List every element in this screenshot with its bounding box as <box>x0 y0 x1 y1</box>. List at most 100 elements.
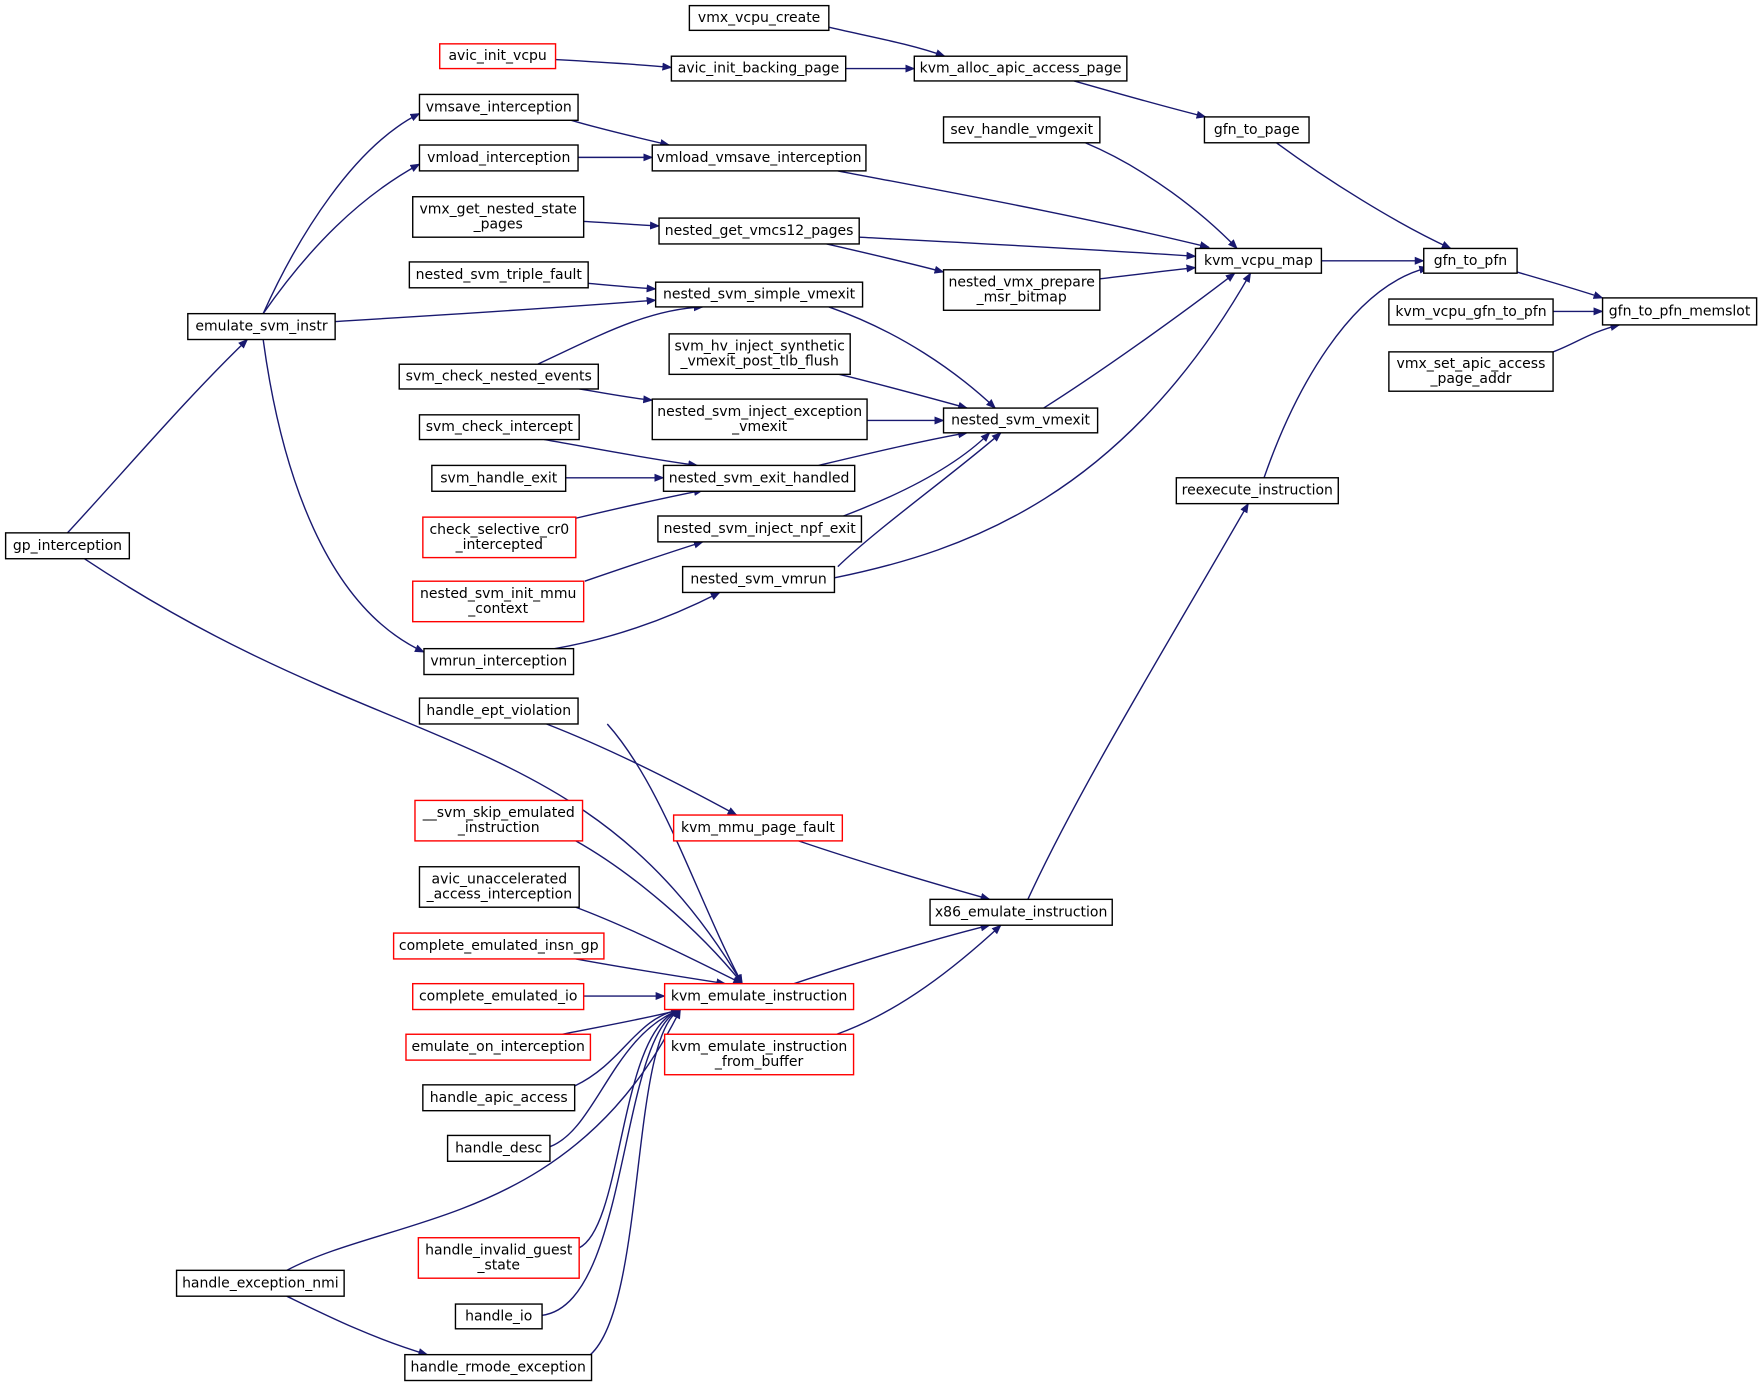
call-edge-handle_ept_violation-to-kvm_mmu_page_fault <box>546 723 738 816</box>
node-label: svm_hv_inject_synthetic <box>674 339 844 355</box>
node-vmrun-interception[interactable]: vmrun_interception <box>423 647 575 676</box>
node-box <box>657 515 863 543</box>
call-edge-x86_emulate_instruction-to-reexecute_instruction <box>1027 502 1249 900</box>
node-label: handle_ept_violation <box>426 703 571 719</box>
node-vmx-set-apic-access-page-addr[interactable]: vmx_set_apic_access_page_addr <box>1388 351 1554 392</box>
call-edge-handle_rmode_exception-to-kvm_emulate_instruction <box>589 1008 682 1356</box>
node-emulate-svm-instr[interactable]: emulate_svm_instr <box>187 312 336 341</box>
node-handle-rmode-exception[interactable]: handle_rmode_exception <box>404 1353 593 1382</box>
node-vmload-vmsave-interception[interactable]: vmload_vmsave_interception <box>651 144 867 172</box>
node-kvm-emulate-instruction-from-buffer[interactable]: kvm_emulate_instruction_from_buffer <box>663 1033 855 1076</box>
node-label: avic_init_backing_page <box>678 61 839 77</box>
call-edge-handle_exception_nmi-to-kvm_emulate_instruction <box>286 1008 682 1271</box>
node-label: sev_handle_vmgexit <box>950 122 1093 138</box>
call-edge-svm_check_nested_events-to-nested_svm_inject_exception_vmexit <box>579 388 654 404</box>
call-edge-svm_check_nested_events-to-nested_svm_simple_vmexit <box>537 303 704 365</box>
node-svm-check-intercept[interactable]: svm_check_intercept <box>418 414 580 441</box>
node-box <box>417 1237 580 1279</box>
node-label: nested_svm_triple_fault <box>416 267 583 283</box>
node---svm-skip-emulated-instruction[interactable]: __svm_skip_emulated_instruction <box>414 799 584 842</box>
call-edge-emulate_svm_instr-to-vmload_interception <box>262 163 421 315</box>
node-sev-handle-vmgexit[interactable]: sev_handle_vmgexit <box>942 116 1101 144</box>
node-nested-svm-vmrun[interactable]: nested_svm_vmrun <box>681 565 836 594</box>
node-reexecute-instruction[interactable]: reexecute_instruction <box>1175 477 1339 505</box>
node-box <box>398 363 599 390</box>
node-label: kvm_alloc_apic_access_page <box>920 61 1122 77</box>
node-nested-svm-exit-handled[interactable]: nested_svm_exit_handled <box>662 464 856 492</box>
node-vmload-interception[interactable]: vmload_interception <box>418 144 579 172</box>
call-edge-vmx_set_apic_access_page_addr-to-gfn_to_pfn_memslot <box>1552 323 1621 353</box>
node-avic-unaccelerated-access-interception[interactable]: avic_unaccelerated_access_interception <box>418 866 580 908</box>
node-handle-desc[interactable]: handle_desc <box>446 1134 551 1162</box>
node-box <box>663 1033 855 1076</box>
node-gp-interception[interactable]: gp_interception <box>4 532 131 560</box>
node-box <box>913 55 1128 82</box>
node-label: _page_addr <box>1429 371 1511 387</box>
call-edge-sev_handle_vmgexit-to-kvm_vcpu_map <box>1084 142 1238 250</box>
call-edge-nested_svm_vmexit-to-kvm_vcpu_map <box>1043 272 1236 409</box>
node-nested-vmx-prepare-msr-bitmap[interactable]: nested_vmx_prepare_msr_bitmap <box>942 269 1101 311</box>
node-box <box>929 898 1113 926</box>
node-box <box>414 799 584 842</box>
node-svm-hv-inject-synthetic-vmexit-post-tlb-flush[interactable]: svm_hv_inject_synthetic_vmexit_post_tlb_… <box>668 333 851 376</box>
node-box <box>651 398 868 441</box>
node-check-selective-cr0-intercepted[interactable]: check_selective_cr0_intercepted <box>422 516 577 559</box>
node-box <box>668 333 851 376</box>
node-gfn-to-page[interactable]: gfn_to_page <box>1203 116 1310 144</box>
node-nested-get-vmcs12-pages[interactable]: nested_get_vmcs12_pages <box>658 217 860 245</box>
node-nested-svm-simple-vmexit[interactable]: nested_svm_simple_vmexit <box>654 281 864 308</box>
node-kvm-mmu-page-fault[interactable]: kvm_mmu_page_fault <box>672 814 844 842</box>
call-edge-vmx_get_nested_state_pages-to-nested_get_vmcs12_pages <box>583 220 661 230</box>
call-edges <box>66 26 1621 1356</box>
node-vmsave-interception[interactable]: vmsave_interception <box>418 93 579 121</box>
node-label: svm_handle_exit <box>440 470 557 486</box>
node-handle-invalid-guest-state[interactable]: handle_invalid_guest_state <box>417 1237 580 1279</box>
node-box <box>405 1033 592 1061</box>
call-edge-nested_svm_vmrun-to-nested_svm_vmexit <box>837 432 1002 568</box>
node-complete-emulated-io[interactable]: complete_emulated_io <box>412 982 585 1011</box>
node-nested-svm-triple-fault[interactable]: nested_svm_triple_fault <box>408 261 589 289</box>
node-label: _state <box>477 1257 520 1273</box>
node-kvm-emulate-instruction[interactable]: kvm_emulate_instruction <box>663 982 855 1011</box>
node-complete-emulated-insn-gp[interactable]: complete_emulated_insn_gp <box>392 932 605 960</box>
node-label: vmload_interception <box>427 150 570 166</box>
node-box <box>418 144 579 172</box>
node-handle-apic-access[interactable]: handle_apic_access <box>422 1084 576 1112</box>
call-edge-avic_unaccelerated_access_interception-to-kvm_emulate_instruction <box>575 906 744 985</box>
node-avic-init-backing-page[interactable]: avic_init_backing_page <box>670 55 847 82</box>
node-vmx-get-nested-state-pages[interactable]: vmx_get_nested_state_pages <box>412 196 585 238</box>
node-emulate-on-interception[interactable]: emulate_on_interception <box>405 1033 592 1061</box>
node-box <box>670 55 847 82</box>
node-svm-handle-exit[interactable]: svm_handle_exit <box>431 464 567 492</box>
node-box <box>418 93 579 121</box>
node-handle-ept-violation[interactable]: handle_ept_violation <box>418 697 579 725</box>
node-kvm-vcpu-gfn-to-pfn[interactable]: kvm_vcpu_gfn_to_pfn <box>1388 298 1554 326</box>
node-box <box>423 647 575 676</box>
node-gfn-to-pfn[interactable]: gfn_to_pfn <box>1423 247 1518 274</box>
node-handle-io[interactable]: handle_io <box>454 1303 543 1330</box>
node-kvm-vcpu-map[interactable]: kvm_vcpu_map <box>1194 247 1323 274</box>
node-nested-svm-inject-npf-exit[interactable]: nested_svm_inject_npf_exit <box>657 515 863 543</box>
node-vmx-vcpu-create[interactable]: vmx_vcpu_create <box>688 4 830 32</box>
node-handle-exception-nmi[interactable]: handle_exception_nmi <box>175 1269 345 1297</box>
call-edge-nested_svm_triple_fault-to-nested_svm_simple_vmexit <box>588 282 657 293</box>
call-edge-handle_io-to-kvm_emulate_instruction <box>541 1008 682 1316</box>
call-edge-kvm_mmu_page_fault-to-x86_emulate_instruction <box>798 840 991 901</box>
node-avic-init-vcpu[interactable]: avic_init_vcpu <box>439 43 557 70</box>
node-kvm-alloc-apic-access-page[interactable]: kvm_alloc_apic_access_page <box>913 55 1128 82</box>
node-nested-svm-vmexit[interactable]: nested_svm_vmexit <box>942 407 1099 434</box>
node-label: gp_interception <box>13 538 122 554</box>
node-label: _pages <box>473 216 523 232</box>
node-gfn-to-pfn-memslot: gfn_to_pfn_memslot <box>1601 297 1758 326</box>
node-label: kvm_vcpu_map <box>1204 253 1313 269</box>
node-svm-check-nested-events[interactable]: svm_check_nested_events <box>398 363 599 390</box>
node-label: svm_check_nested_events <box>406 369 592 385</box>
node-label: _intercepted <box>455 537 544 553</box>
node-x86-emulate-instruction[interactable]: x86_emulate_instruction <box>929 898 1113 926</box>
node-label: nested_svm_vmrun <box>690 572 826 588</box>
node-nested-svm-init-mmu-context[interactable]: nested_svm_init_mmu_context <box>412 580 585 623</box>
node-label: handle_exception_nmi <box>182 1275 339 1291</box>
call-edge-emulate_svm_instr-to-vmrun_interception <box>262 339 425 653</box>
node-nested-svm-inject-exception-vmexit[interactable]: nested_svm_inject_exception_vmexit <box>651 398 868 441</box>
